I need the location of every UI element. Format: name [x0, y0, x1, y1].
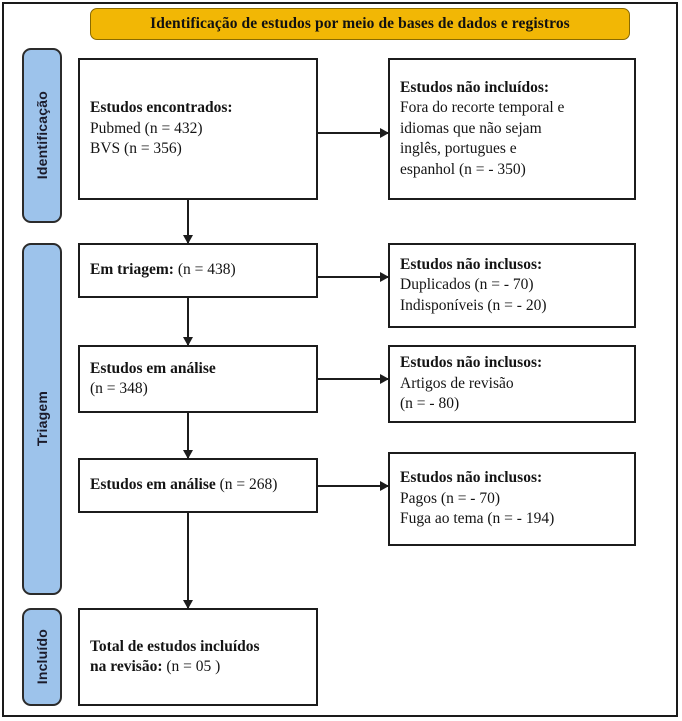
excluded-analysis-first-line2: (n = - 80) [400, 395, 460, 413]
excluded-screening-line2: Indisponíveis (n = - 20) [400, 296, 547, 314]
screening-heading: Em triagem: [90, 261, 174, 279]
stage-triagem-text: Triagem [34, 391, 50, 447]
total-included-heading2: na revisão: [90, 658, 163, 675]
stage-label-incluido: Incluído [22, 608, 62, 706]
excluded-analysis-first-line1: Artigos de revisão [400, 374, 514, 392]
arrow-analysis-second-to-excluded [318, 481, 389, 491]
banner-title: Identificação de estudos por meio de bas… [150, 15, 570, 32]
arrow-analysis-second-to-total [183, 513, 193, 609]
screening-line: Em triagem: (n = 438) [90, 260, 306, 280]
excluded-analysis-second-line2: Fuga ao tema (n = - 194) [400, 510, 555, 528]
analysis-first-heading: Estudos em análise [90, 359, 216, 377]
analysis-second-count: (n = 268) [219, 476, 278, 494]
excluded-identification-line4: espanhol (n = - 350) [400, 160, 526, 178]
box-analysis-second: Estudos em análise (n = 268) [78, 458, 318, 513]
screening-count: (n = 438) [177, 261, 236, 279]
total-included-count: (n = 05 ) [166, 658, 221, 675]
box-total-included: Total de estudos incluídos na revisão: (… [78, 608, 318, 706]
box-excluded-screening: Estudos não inclusos: Duplicados (n = - … [388, 243, 636, 328]
excluded-analysis-second-line1: Pagos (n = - 70) [400, 489, 501, 507]
arrow-found-to-excluded-identification [318, 128, 389, 138]
excluded-identification-heading: Estudos não incluídos: [400, 78, 550, 96]
stage-label-identificacao: Identificação [22, 48, 62, 223]
analysis-second-heading: Estudos em análise [90, 476, 216, 494]
studies-found-heading: Estudos encontrados: [90, 99, 233, 117]
arrow-analysis-first-to-analysis-second [183, 413, 193, 459]
arrow-screening-to-analysis-first [183, 298, 193, 346]
stage-incluido-text: Incluído [34, 629, 50, 685]
box-excluded-identification: Estudos não incluídos: Fora do recorte t… [388, 58, 636, 200]
box-analysis-first: Estudos em análise (n = 348) [78, 345, 318, 413]
studies-found-pubmed: Pubmed (n = 432) [90, 119, 203, 137]
box-screening: Em triagem: (n = 438) [78, 243, 318, 298]
total-included-line: na revisão: (n = 05 ) [90, 657, 306, 677]
total-included-heading: Total de estudos incluídos [90, 637, 260, 655]
excluded-identification-line1: Fora do recorte temporal e [400, 99, 565, 117]
arrow-analysis-first-to-excluded [318, 374, 389, 384]
studies-found-bvs: BVS (n = 356) [90, 140, 182, 158]
excluded-screening-heading: Estudos não inclusos: [400, 255, 543, 273]
excluded-screening-line1: Duplicados (n = - 70) [400, 276, 534, 294]
excluded-identification-line3: inglês, portugues e [400, 140, 517, 158]
box-excluded-analysis-first: Estudos não inclusos: Artigos de revisão… [388, 345, 636, 423]
stage-identificacao-text: Identificação [34, 91, 50, 180]
identification-banner: Identificação de estudos por meio de bas… [90, 8, 630, 40]
box-studies-found: Estudos encontrados: Pubmed (n = 432) BV… [78, 58, 318, 200]
analysis-first-count: (n = 348) [90, 380, 148, 397]
box-excluded-analysis-second: Estudos não inclusos: Pagos (n = - 70) F… [388, 452, 636, 546]
excluded-identification-line2: idiomas que não sejam [400, 119, 542, 137]
stage-label-triagem: Triagem [22, 243, 62, 595]
arrow-found-to-screening [183, 200, 193, 244]
arrow-screening-to-excluded-screening [318, 272, 389, 282]
excluded-analysis-second-heading: Estudos não inclusos: [400, 469, 543, 487]
excluded-analysis-first-heading: Estudos não inclusos: [400, 354, 543, 372]
analysis-second-line: Estudos em análise (n = 268) [90, 475, 306, 495]
